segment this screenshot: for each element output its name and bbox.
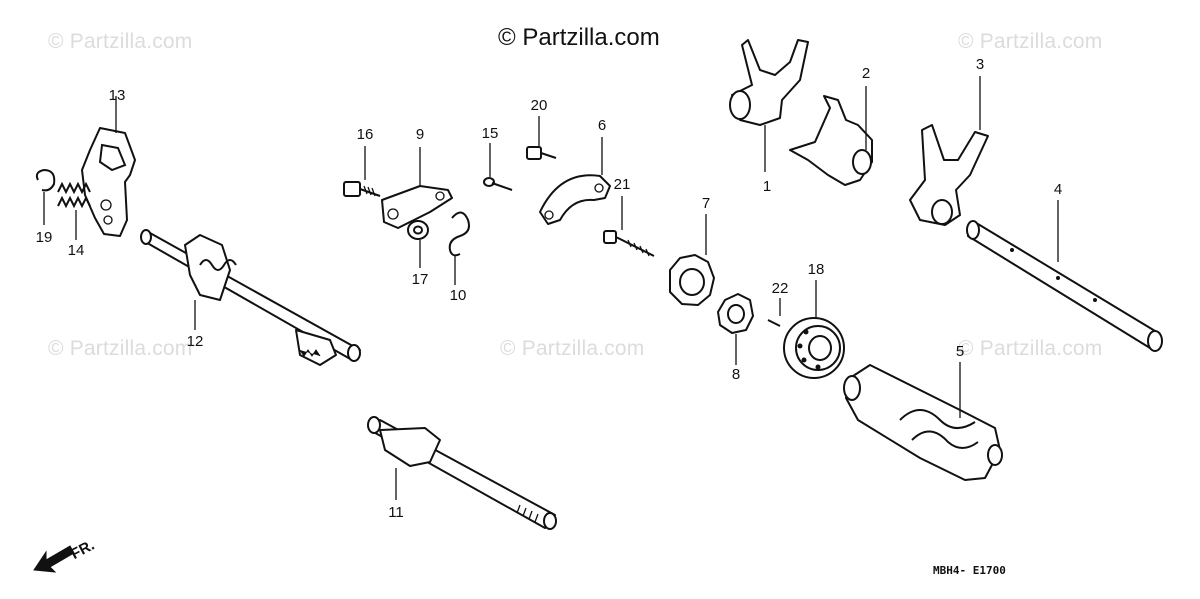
callout-20[interactable]: 20 — [530, 97, 548, 114]
part-13-plate[interactable] — [81, 96, 136, 237]
part-1-shift-fork[interactable] — [729, 39, 809, 172]
part-18-bearing[interactable] — [783, 280, 845, 379]
watermark-faint: © Partzilla.com — [500, 337, 645, 360]
watermark-faint: © Partzilla.com — [48, 337, 193, 360]
callout-16[interactable]: 16 — [356, 126, 374, 143]
part-19-clip[interactable] — [35, 168, 56, 225]
part-9-stopper-arm[interactable] — [381, 147, 453, 229]
callout-8[interactable]: 8 — [731, 366, 741, 383]
part-7-drum-center[interactable] — [669, 214, 715, 306]
callout-12[interactable]: 12 — [186, 333, 204, 350]
part-21-bolt[interactable] — [603, 196, 655, 257]
callout-4[interactable]: 4 — [1053, 181, 1063, 198]
callout-21[interactable]: 21 — [613, 176, 631, 193]
callout-17[interactable]: 17 — [411, 271, 429, 288]
part-5-shift-drum[interactable] — [843, 362, 1003, 481]
watermark-faint: © Partzilla.com — [48, 30, 193, 53]
callout-10[interactable]: 10 — [449, 287, 467, 304]
part-20-bolt[interactable] — [526, 116, 557, 160]
part-2-shift-fork[interactable] — [789, 86, 873, 186]
watermark-main: © Partzilla.com — [498, 24, 660, 51]
callout-11[interactable]: 11 — [388, 504, 404, 521]
callout-7[interactable]: 7 — [701, 195, 711, 212]
part-10-spring[interactable] — [448, 211, 470, 285]
callout-15[interactable]: 15 — [481, 125, 499, 142]
callout-18[interactable]: 18 — [807, 261, 825, 278]
part-4-fork-shaft[interactable] — [966, 200, 1163, 352]
part-8-stopper-plate[interactable] — [717, 293, 754, 365]
callout-2[interactable]: 2 — [861, 65, 871, 82]
part-22-pin[interactable] — [767, 298, 781, 327]
part-14-spring[interactable] — [57, 181, 91, 240]
part-16-bolt[interactable] — [343, 146, 381, 197]
part-11-spindle[interactable] — [367, 416, 557, 530]
callout-13[interactable]: 13 — [108, 87, 126, 104]
part-15-pin[interactable] — [483, 143, 513, 191]
part-6-bearing-plate[interactable] — [539, 137, 611, 225]
callout-9[interactable]: 9 — [415, 126, 425, 143]
diagram-code: MBH4- E1700 — [933, 564, 1006, 577]
callout-5[interactable]: 5 — [955, 343, 965, 360]
callout-19[interactable]: 19 — [35, 229, 53, 246]
watermark-faint: © Partzilla.com — [958, 30, 1103, 53]
callout-3[interactable]: 3 — [975, 56, 985, 73]
part-3-shift-fork[interactable] — [909, 76, 989, 226]
callout-22[interactable]: 22 — [771, 280, 789, 297]
callout-6[interactable]: 6 — [597, 117, 607, 134]
watermark-faint: © Partzilla.com — [958, 337, 1103, 360]
part-12-shift-shaft[interactable] — [140, 229, 361, 366]
callout-1[interactable]: 1 — [762, 178, 772, 195]
front-direction-arrow-icon — [33, 545, 75, 573]
callout-14[interactable]: 14 — [67, 242, 85, 259]
part-17-washer[interactable] — [407, 220, 429, 268]
